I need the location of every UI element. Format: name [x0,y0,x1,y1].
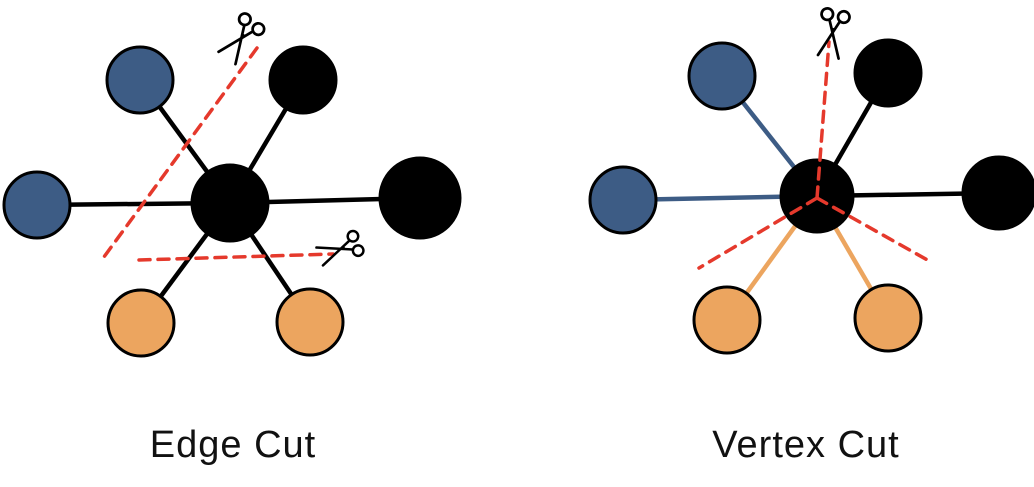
vertex-cut-cut-line-3 [815,196,933,264]
scissors-handle [237,12,252,27]
scissors-blade [217,30,255,54]
scissors-blade [315,246,354,251]
scissors-handle [251,21,266,37]
vertex-cut-diagram [588,7,1034,355]
edge-cut-cut-line-1 [99,46,259,263]
scissors-pivot [240,33,246,39]
vertex-cut-node-bottom-right-orange [853,283,923,353]
scissors-blade [828,18,840,60]
edge-cut-node-right-black [378,156,462,240]
edge-cut-node-center [190,163,270,243]
scissors-handle [836,9,851,25]
scissors-handle [820,7,835,22]
scissors-handle [351,244,365,258]
scissors-pivot [830,27,836,33]
vertex-cut-node-left-blue [588,165,658,235]
edge-cut-node-top-right-black [268,45,338,115]
scissors-blade [816,20,842,57]
edge-cut-node-bottom-right-orange [275,287,345,357]
vertex-cut-node-bottom-left-orange [692,285,762,355]
edge-cut-node-top-left-blue [105,45,175,115]
edge-cut-cut-line-2 [137,252,335,262]
edge-cut-node-bottom-left-orange [106,288,176,358]
scissors-pivot [341,246,345,250]
vertex-cut-cut-line-1 [815,40,831,200]
scissors-blade [234,23,246,66]
scissors-icon [217,12,266,66]
edge-cut-diagram [2,12,462,358]
scissors-blade [321,239,351,267]
scissors-handle [346,229,360,243]
edge-cut-label: Edge Cut [149,424,317,466]
vertex-cut-node-top-left-blue [687,41,757,111]
vertex-cut-label: Vertex Cut [712,424,900,466]
vertex-cut-node-top-right-black [853,38,923,108]
edge-cut-node-left-blue [2,170,72,240]
scissors-icon [816,7,851,60]
vertex-cut-cut-line-2 [697,196,819,270]
vertex-cut-node-right-black [961,155,1034,231]
scissors-icon [315,229,365,267]
